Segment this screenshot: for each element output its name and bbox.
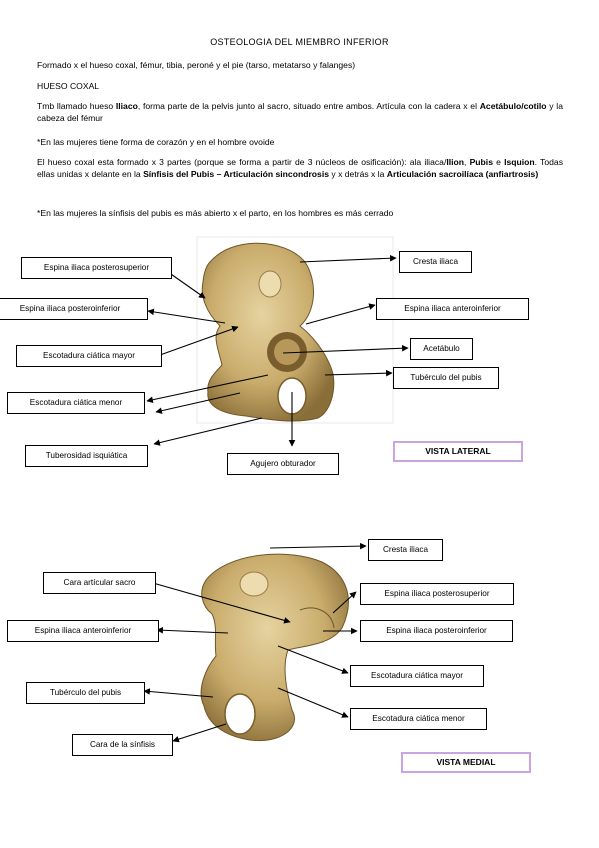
label-lateral-tuberculo: Tubérculo del pubis	[393, 367, 499, 389]
label-lateral-ciatica-menor: Escotadura ciática menor	[7, 392, 145, 414]
label-medial-sinfisis: Cara de la sínfisis	[72, 734, 173, 756]
label-medial-ciatica-menor: Escotadura ciática menor	[350, 708, 487, 730]
label-lateral-posteroinferior: Espina iliaca posteroinferior	[0, 298, 148, 320]
label-medial-posteroinferior: Espina iliaca posteroinferior	[360, 620, 513, 642]
medial-hip-bone-image	[200, 553, 349, 742]
label-lateral-anteroinferior: Espina iliaca anteroinferior	[376, 298, 529, 320]
lateral-image-frame	[196, 236, 394, 424]
label-medial-sacro: Cara artícular sacro	[43, 572, 156, 594]
vista-medial-label: VISTA MEDIAL	[401, 752, 531, 773]
label-lateral-posterosuperior: Espina iliaca posterosuperior	[21, 257, 172, 279]
paragraph-partes: El hueso coxal esta formado x 3 partes (…	[37, 157, 563, 179]
lateral-hip-bone-image	[201, 242, 335, 422]
label-medial-anteroinferior: Espina iliaca anteroinferior	[7, 620, 159, 642]
vista-lateral-label: VISTA LATERAL	[393, 441, 523, 462]
page-title: OSTEOLOGIA DEL MIEMBRO INFERIOR	[210, 37, 389, 47]
label-medial-ciatica-mayor: Escotadura ciática mayor	[350, 665, 484, 687]
label-lateral-cresta: Cresta iliaca	[399, 251, 472, 273]
label-lateral-acetabulo: Acetábulo	[410, 338, 473, 360]
label-medial-tuberculo: Tubérculo del pubis	[26, 682, 145, 704]
paragraph-sinfisis: *En las mujeres la sínfisis del pubis es…	[37, 208, 394, 218]
label-lateral-tuberosidad: Tuberosidad isquiática	[25, 445, 148, 467]
paragraph-iliaco: Tmb llamado hueso Iliaco, forma parte de…	[37, 101, 563, 123]
label-medial-cresta: Cresta iliaca	[368, 539, 443, 561]
label-lateral-obturador: Agujero obturador	[227, 453, 339, 475]
label-medial-posterosuperior: Espina iliaca posterosuperior	[360, 583, 514, 605]
paragraph-forma: *En las mujeres tiene forma de corazón y…	[37, 137, 275, 147]
intro-text: Formado x el hueso coxal, fémur, tibia, …	[37, 60, 356, 70]
section-heading: HUESO COXAL	[37, 81, 100, 91]
label-lateral-ciatica-mayor: Escotadura ciática mayor	[16, 345, 162, 367]
